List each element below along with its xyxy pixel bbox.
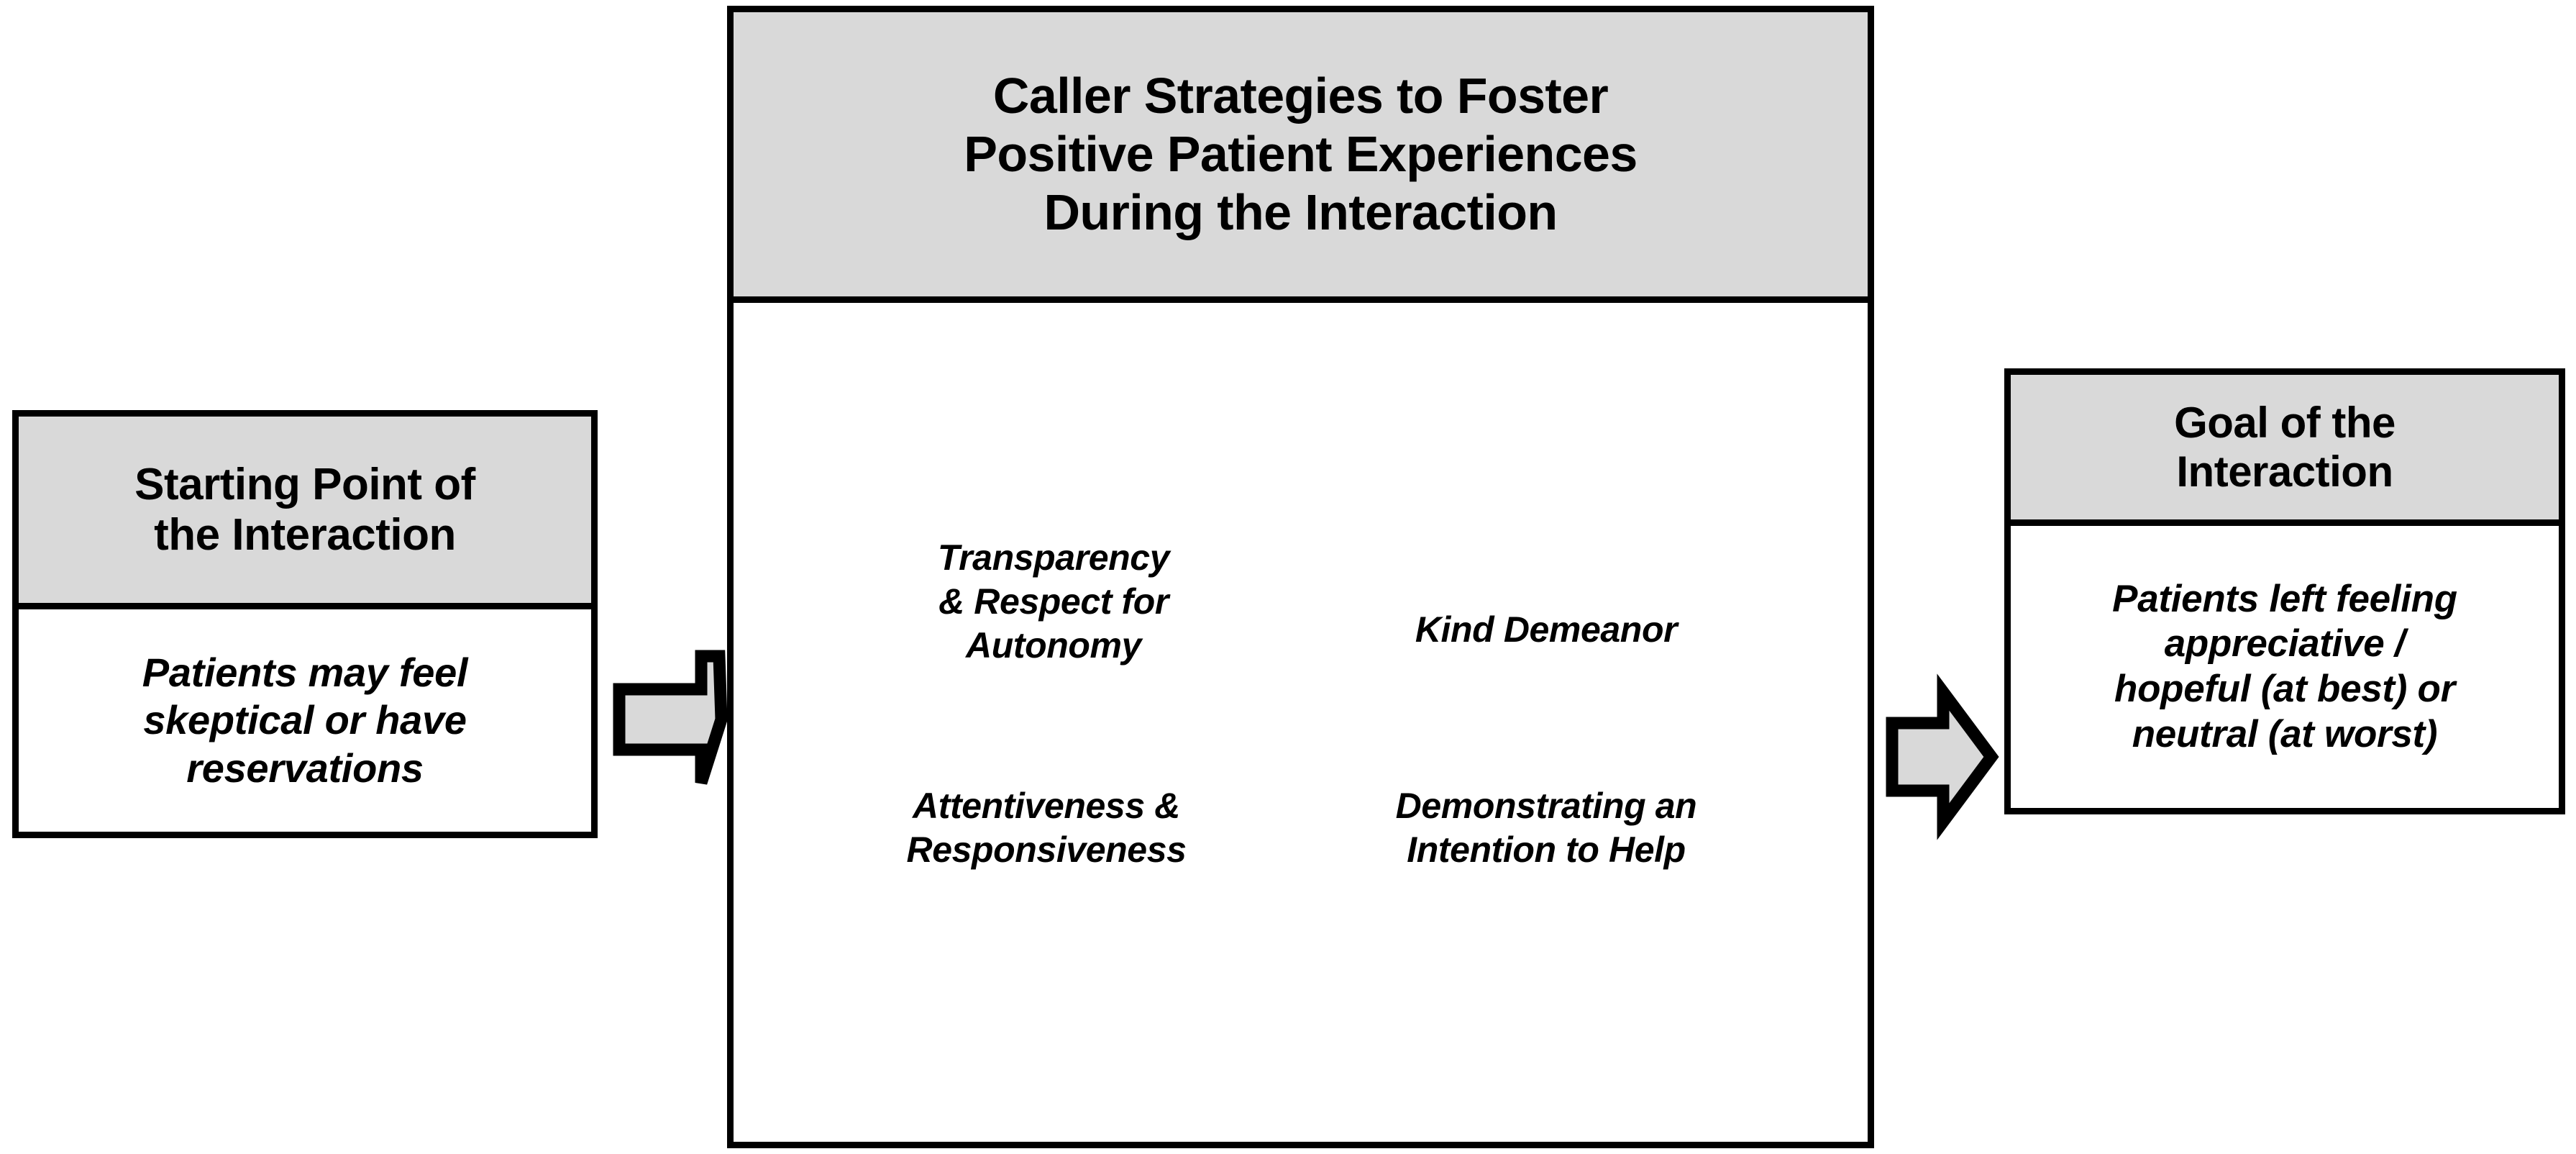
arrow-start-to-center xyxy=(613,650,728,785)
starting-point-title: Starting Point of the Interaction xyxy=(19,417,591,609)
quadrant-label-demonstrating-intention-to-help: Demonstrating an Intention to Help xyxy=(1395,786,1697,870)
arrow-center-to-goal xyxy=(1886,673,1999,840)
goal-title: Goal of the Interaction xyxy=(2011,375,2559,526)
strategy-circle-area xyxy=(734,303,1868,1142)
quadrant-label-transparency-respect-autonomy: Transparency & Respect for Autonomy xyxy=(937,537,1170,665)
goal-panel: Goal of the Interaction Patients left fe… xyxy=(2004,368,2565,814)
starting-point-panel: Starting Point of the Interaction Patien… xyxy=(12,410,598,838)
goal-body: Patients left feeling appreciative / hop… xyxy=(2011,526,2559,808)
quadrant-label-kind-demeanor: Kind Demeanor xyxy=(1415,609,1678,650)
caller-strategies-title: Caller Strategies to Foster Positive Pat… xyxy=(734,12,1868,303)
quadrant-label-attentiveness-responsiveness: Attentiveness & Responsiveness xyxy=(906,786,1187,870)
starting-point-body: Patients may feel skeptical or have rese… xyxy=(19,609,591,832)
caller-strategies-panel: Caller Strategies to Foster Positive Pat… xyxy=(727,6,1874,1148)
